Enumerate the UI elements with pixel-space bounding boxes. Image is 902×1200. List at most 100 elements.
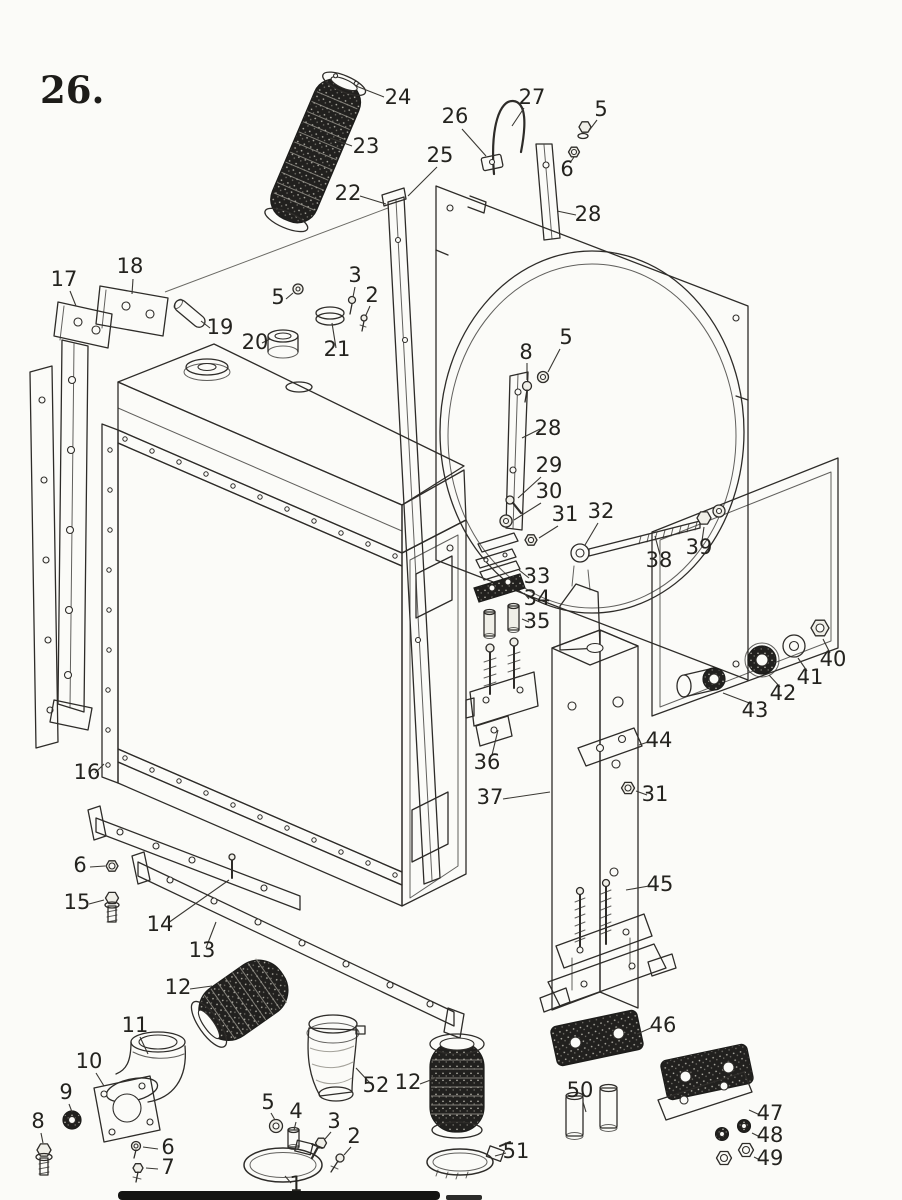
callout-25-6: 25 — [427, 143, 454, 167]
bushing-43 — [676, 667, 726, 698]
callout-8-17: 8 — [519, 340, 532, 364]
callout-leader-21-16 — [331, 322, 337, 349]
callout-7-49: 7 — [161, 1155, 174, 1179]
radiator-side-frame — [401, 519, 467, 907]
callout-18-10: 18 — [117, 254, 144, 278]
callout-17-9: 17 — [51, 267, 78, 291]
callout-leader-15-39 — [88, 899, 105, 905]
callout-leader-28-19 — [521, 428, 541, 439]
callout-leader-2-53 — [343, 1146, 352, 1156]
callout-8-47: 8 — [31, 1109, 44, 1133]
bracket-17 — [29, 301, 113, 749]
callout-23-1: 23 — [353, 134, 380, 158]
callout-36-34: 36 — [474, 750, 501, 774]
callout-leader-37-35 — [502, 791, 551, 800]
strap-28-upper — [535, 143, 561, 241]
callout-leader-12-43 — [189, 985, 213, 990]
callout-leader-23-1 — [329, 137, 353, 147]
callout-leader-16-37 — [94, 763, 105, 774]
callout-leader-24-0 — [355, 85, 385, 98]
rubber-pad-34 — [473, 573, 526, 603]
page-number: 26. — [40, 68, 104, 112]
callout-leader-41-30 — [797, 657, 808, 672]
callout-5-18: 5 — [559, 325, 572, 349]
tie-rod-38 — [570, 520, 701, 563]
callout-leader-38-24 — [654, 535, 661, 556]
pad-46-lower — [660, 1043, 754, 1101]
callout-leader-6-48 — [142, 1146, 159, 1150]
scan-artifact — [118, 1191, 482, 1200]
callout-leader-31-22 — [538, 525, 559, 539]
callout-leader-47-60 — [748, 1109, 761, 1116]
callout-leader-19-11 — [200, 320, 211, 329]
callout-leader-22-7 — [359, 195, 387, 205]
callout-leader-44-33 — [638, 741, 649, 746]
callout-9-46: 9 — [59, 1080, 72, 1104]
callout-49-62: 49 — [757, 1146, 784, 1170]
callout-leader-1-54 — [284, 1175, 292, 1184]
rail-13 — [131, 851, 465, 1039]
callout-31-36: 31 — [642, 782, 669, 806]
callout-leader-46-59 — [636, 1026, 654, 1035]
callout-20-15: 20 — [242, 330, 269, 354]
callout-52-55: 52 — [363, 1073, 390, 1097]
callout-26-3: 26 — [442, 104, 469, 128]
callout-leader-33-26 — [518, 569, 530, 579]
washer-5-left — [292, 283, 304, 295]
callout-leader-26-3 — [461, 128, 487, 157]
callout-11-44: 11 — [122, 1013, 149, 1037]
callout-30-21: 30 — [536, 479, 563, 503]
callout-leader-13-41 — [205, 921, 217, 949]
washer-30 — [499, 514, 513, 528]
callout-leader-32-23 — [584, 522, 599, 546]
callout-leader-52-55 — [355, 1067, 371, 1084]
callout-51-57: 51 — [503, 1139, 530, 1163]
callout-42-31: 42 — [770, 681, 797, 705]
callout-leader-34-27 — [523, 592, 530, 600]
hose-12-left — [190, 958, 289, 1048]
plate-44 — [577, 727, 643, 767]
nut-6-left — [105, 860, 119, 872]
grommet-9 — [62, 1110, 82, 1130]
spacers-50 — [565, 1083, 618, 1140]
clamp-51 — [426, 1141, 511, 1180]
callout-39-25: 39 — [686, 535, 713, 559]
callout-6-38: 6 — [73, 853, 86, 877]
bolt-3-bottom — [310, 1137, 328, 1160]
callout-24-0: 24 — [385, 85, 412, 109]
bushing-42 — [744, 642, 780, 678]
callout-leader-51-57 — [494, 1152, 507, 1157]
spacers-35 — [483, 602, 520, 639]
clip-26 — [480, 153, 504, 172]
callout-leader-6-5 — [569, 156, 575, 164]
callout-leader-48-61 — [751, 1132, 761, 1138]
callout-6-5: 6 — [560, 157, 573, 181]
clamp-strips-33 — [475, 548, 521, 581]
nut-40 — [810, 619, 830, 637]
spacer-4 — [287, 1126, 300, 1150]
callout-16-37: 16 — [74, 760, 101, 784]
nuts-49 — [715, 1142, 755, 1166]
callout-46-59: 46 — [650, 1013, 677, 1037]
elbow-11 — [105, 1031, 186, 1103]
radiator — [101, 343, 467, 907]
bolt-8-bottom — [35, 1143, 53, 1176]
callout-33-26: 33 — [524, 564, 551, 588]
pad-46-upper — [550, 1009, 644, 1067]
callout-leader-28-8 — [556, 210, 577, 216]
callout-leader-27-2 — [511, 107, 525, 127]
callout-6-48: 6 — [161, 1135, 174, 1159]
washer-5-mid — [536, 370, 550, 384]
callout-1-54: 1 — [289, 1172, 302, 1196]
callout-13-41: 13 — [189, 938, 216, 962]
callout-12-56: 12 — [395, 1070, 422, 1094]
callout-leader-36-34 — [491, 729, 499, 756]
filler-cap — [183, 358, 231, 381]
filler-neck-20 — [267, 329, 299, 359]
washer-41 — [782, 634, 806, 658]
callout-leader-39-25 — [701, 526, 705, 542]
callout-leader-5-18 — [547, 348, 561, 373]
callout-4-51: 4 — [289, 1099, 302, 1123]
